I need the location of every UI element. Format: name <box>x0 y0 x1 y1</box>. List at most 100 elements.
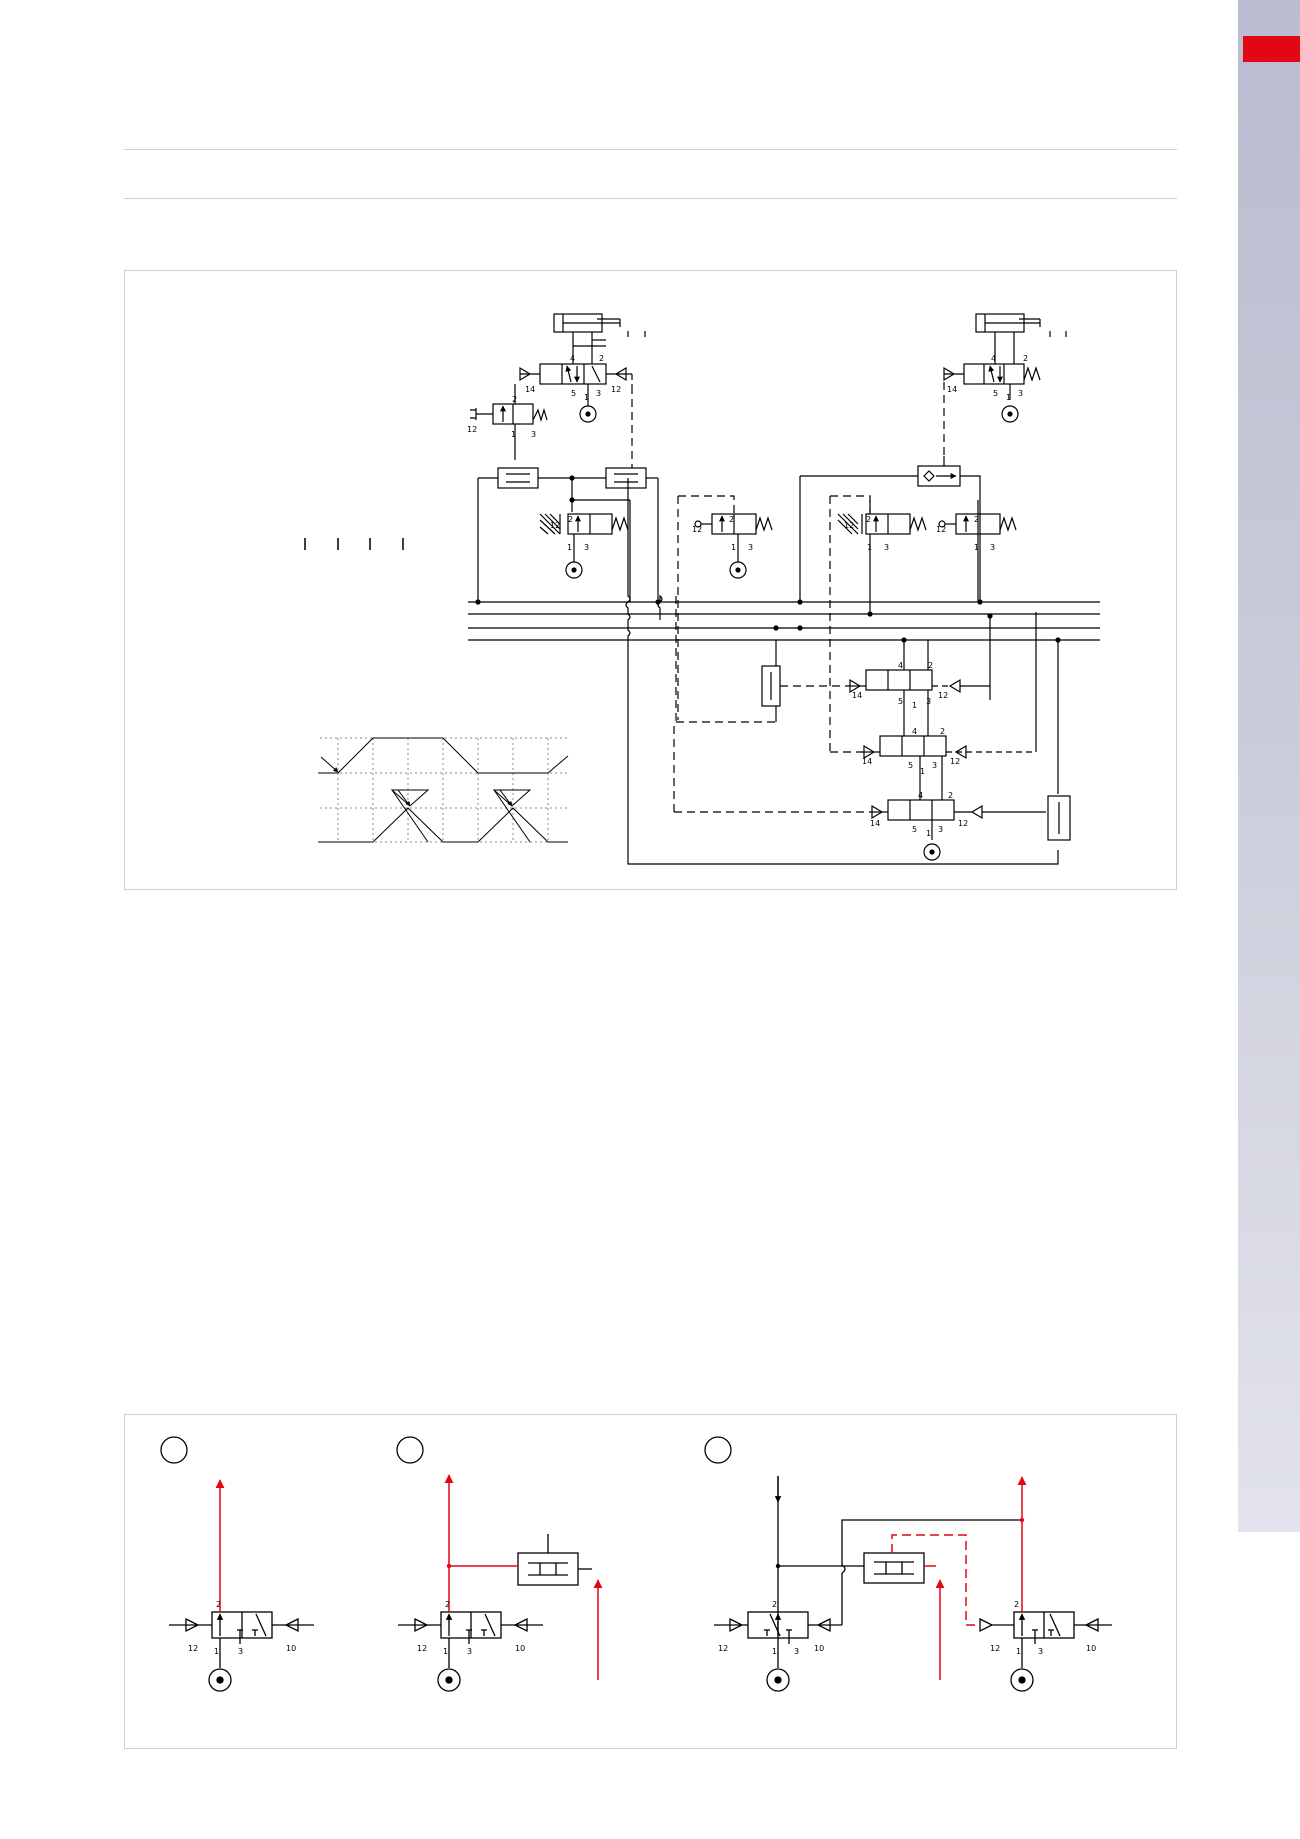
port-label: 5 <box>908 761 913 770</box>
port-label: 2 <box>866 515 871 524</box>
port-label: 4 <box>570 354 575 363</box>
port-label: 2 <box>772 1600 777 1609</box>
port-label: 1 <box>731 543 736 552</box>
port-label: 5 <box>898 697 903 706</box>
logic-examples <box>160 1436 1112 1692</box>
port-label: 3 <box>467 1647 472 1656</box>
port-label: 3 <box>238 1647 243 1656</box>
port-label: 1 <box>912 701 917 710</box>
port-label: 4 <box>898 661 903 670</box>
port-label: 12 <box>718 1644 728 1653</box>
port-label: 12 <box>611 385 621 394</box>
port-label: 1 <box>1016 1647 1021 1656</box>
memory-valve-1 <box>865 669 933 691</box>
port-label: 2 <box>1014 1600 1019 1609</box>
header-rule-top <box>124 149 1177 150</box>
port-label: 10 <box>515 1644 525 1653</box>
example-1-valve <box>169 1611 314 1692</box>
port-label: 12 <box>417 1644 427 1653</box>
port-label: 1 <box>974 543 979 552</box>
port-label: 3 <box>938 825 943 834</box>
port-label: 3 <box>531 430 536 439</box>
section-marker-1 <box>160 1436 188 1464</box>
port-label: 3 <box>884 543 889 552</box>
port-label: 14 <box>862 757 872 766</box>
port-label: 12 <box>550 521 560 530</box>
port-label: 1 <box>511 430 516 439</box>
port-label: 5 <box>912 825 917 834</box>
example-2-and-element <box>517 1552 579 1586</box>
example-3-and-element <box>863 1552 925 1584</box>
logic-examples-panel <box>124 1414 1177 1749</box>
port-label: 12 <box>958 819 968 828</box>
port-label: 12 <box>692 525 702 534</box>
and-valve-4 <box>1047 795 1071 841</box>
port-label: 2 <box>1023 354 1028 363</box>
port-label: 10 <box>286 1644 296 1653</box>
memory-valve-3 <box>887 799 955 821</box>
port-label: 3 <box>1018 389 1023 398</box>
header-rule-bottom <box>124 198 1177 199</box>
port-label: 1 <box>584 393 589 402</box>
section-marker-2 <box>396 1436 424 1464</box>
port-label: 12 <box>467 425 477 434</box>
displacement-step-diagram <box>318 737 569 843</box>
port-label: 2 <box>599 354 604 363</box>
port-label: 1 <box>443 1647 448 1656</box>
port-labels: 4 2 14 12 5 1 3 2 12 1 3 2 12 1 3 2 12 1… <box>467 354 1028 838</box>
port-label: 10 <box>814 1644 824 1653</box>
port-label: 2 <box>940 727 945 736</box>
port-label: 1 <box>926 829 931 838</box>
port-label: 2 <box>568 515 573 524</box>
port-label: 3 <box>990 543 995 552</box>
port-label: 14 <box>870 819 880 828</box>
port-label: 10 <box>1086 1644 1096 1653</box>
port-label: 12 <box>188 1644 198 1653</box>
port-label: 2 <box>974 515 979 524</box>
port-label: 2 <box>512 395 517 404</box>
pneumatic-circuit <box>304 313 1100 865</box>
output-flow-3 <box>891 1476 1027 1680</box>
port-label: 2 <box>928 661 933 670</box>
port-label: 5 <box>993 389 998 398</box>
port-label: 12 <box>936 525 946 534</box>
port-label: 3 <box>748 543 753 552</box>
example-2-valve <box>398 1534 592 1692</box>
side-gradient-bar <box>1238 0 1300 1532</box>
port-label: 2 <box>948 791 953 800</box>
port-label: 1 <box>867 543 872 552</box>
output-flow-2 <box>444 1474 603 1680</box>
port-label: 3 <box>926 697 931 706</box>
port-label: 4 <box>912 727 917 736</box>
circuit-diagram-panel <box>124 270 1177 890</box>
port-label: 3 <box>584 543 589 552</box>
port-label: 3 <box>794 1647 799 1656</box>
port-label: 12 <box>950 757 960 766</box>
port-label: 12 <box>990 1644 1000 1653</box>
port-label: 2 <box>729 515 734 524</box>
port-label: 14 <box>852 691 862 700</box>
port-label: 14 <box>525 385 535 394</box>
port-label: 1 <box>567 543 572 552</box>
port-label: 1 <box>920 767 925 776</box>
and-valve-2 <box>605 467 647 489</box>
port-label: 4 <box>918 791 923 800</box>
port-label: 3 <box>1038 1647 1043 1656</box>
and-valve-1 <box>497 467 539 489</box>
section-tab-marker <box>1243 36 1300 62</box>
port-label: 3 <box>932 761 937 770</box>
port-label: 12 <box>938 691 948 700</box>
port-label: 1 <box>214 1647 219 1656</box>
port-label: 1 <box>772 1647 777 1656</box>
memory-valve-2 <box>879 735 947 757</box>
port-label: 5 <box>571 389 576 398</box>
port-label: 3 <box>596 389 601 398</box>
port-label: 14 <box>947 385 957 394</box>
port-label: 2 <box>445 1600 450 1609</box>
example-3-valves <box>714 1476 1112 1692</box>
port-label: 1 <box>1006 393 1011 402</box>
lower-port-labels: 2 12 1 3 10 2 12 1 3 10 2 12 1 3 10 2 12… <box>188 1600 1096 1656</box>
port-label: 2 <box>216 1600 221 1609</box>
port-label: 4 <box>991 354 996 363</box>
